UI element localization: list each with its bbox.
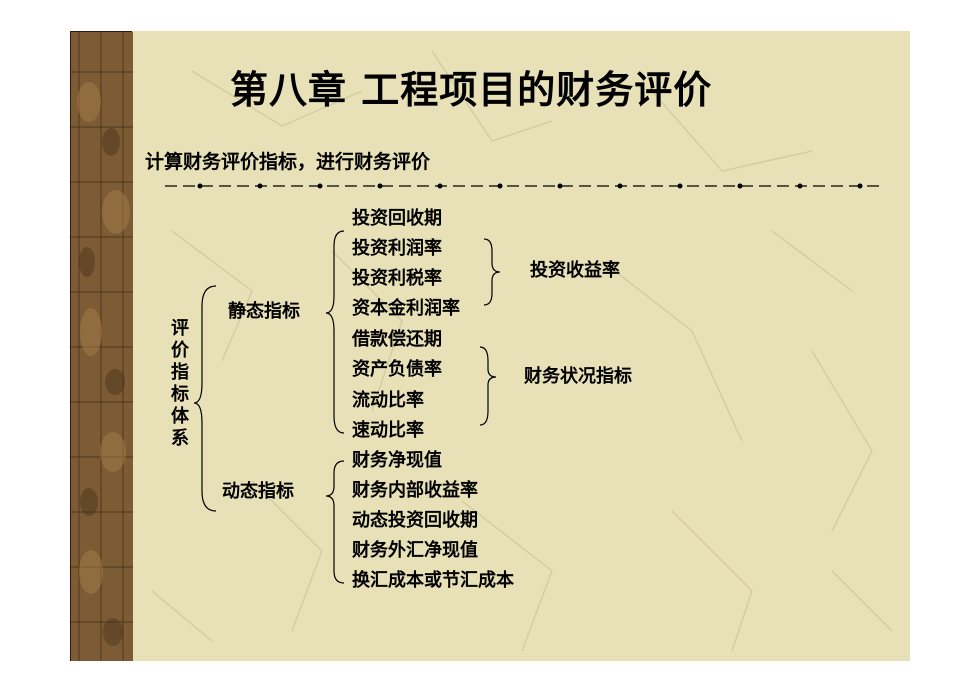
financial-status-brace xyxy=(479,346,497,426)
dynamic-item: 财务外汇净现值 xyxy=(352,540,478,561)
sidebar-pattern xyxy=(71,32,133,661)
dashed-divider xyxy=(165,183,885,189)
financial-status-group-label: 财务状况指标 xyxy=(524,366,632,387)
tree-braces xyxy=(193,230,501,584)
root-char: 标 xyxy=(171,384,189,405)
root-brace xyxy=(193,285,217,512)
wood-sidebar xyxy=(70,31,133,661)
dynamic-item: 换汇成本或节汇成本 xyxy=(352,570,514,591)
dynamic-brace xyxy=(325,460,345,584)
root-char: 体 xyxy=(171,406,189,427)
static-item: 速动比率 xyxy=(352,420,424,441)
subtitle: 计算财务评价指标，进行财务评价 xyxy=(145,151,431,173)
investment-return-group-label: 投资收益率 xyxy=(530,260,620,281)
root-char: 指 xyxy=(171,362,189,383)
dynamic-item: 财务净现值 xyxy=(352,450,442,471)
static-item: 投资利税率 xyxy=(352,268,442,289)
dynamic-item: 财务内部收益率 xyxy=(352,480,478,501)
root-char: 价 xyxy=(171,340,189,361)
static-item: 流动比率 xyxy=(352,390,424,411)
static-item: 资产负债率 xyxy=(352,359,442,380)
investment-return-brace xyxy=(483,238,501,306)
static-item: 投资利润率 xyxy=(352,238,442,259)
static-indicators-label: 静态指标 xyxy=(228,301,300,322)
page-title: 第八章 工程项目的财务评价 xyxy=(230,68,713,112)
static-item: 资本金利润率 xyxy=(352,298,460,319)
dynamic-indicators-label: 动态指标 xyxy=(222,481,294,502)
static-item: 投资回收期 xyxy=(352,208,442,229)
static-brace xyxy=(325,230,345,434)
slide: 第八章 工程项目的财务评价 计算财务评价指标，进行财务评价 评 价 指 标 体 … xyxy=(70,31,910,661)
dynamic-item: 动态投资回收期 xyxy=(352,510,478,531)
root-char: 评 xyxy=(171,318,189,339)
evaluation-index-system-label: 评 价 指 标 体 系 xyxy=(168,318,192,450)
static-item: 借款偿还期 xyxy=(352,329,442,350)
root-char: 系 xyxy=(171,428,189,449)
paper-texture xyxy=(151,50,893,652)
